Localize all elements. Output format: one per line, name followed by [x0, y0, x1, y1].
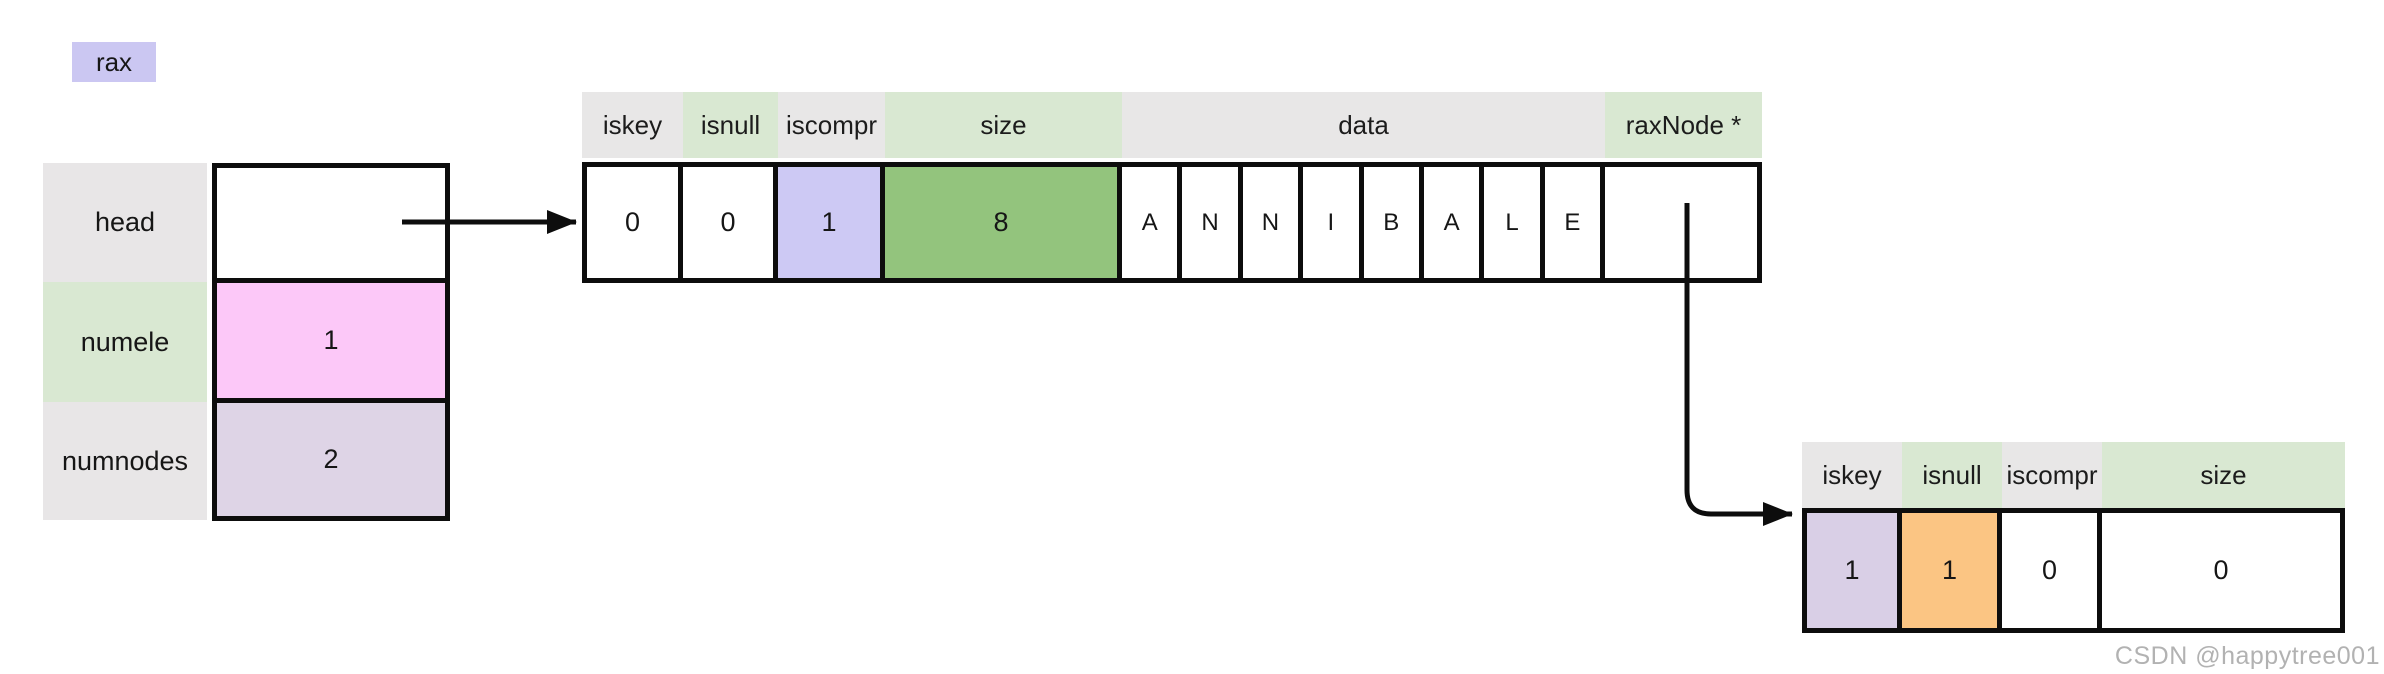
node1-cell-row: 0 0 1 8 A N N I B A L E — [582, 162, 1763, 283]
field-label-numele: numele — [43, 282, 207, 402]
node1-isnull-cell: 0 — [683, 162, 778, 283]
node2-iscompr-cell: 0 — [2002, 508, 2102, 633]
csdn-watermark: CSDN @happytree001 — [2114, 642, 2380, 670]
numnodes-value-cell: 2 — [212, 403, 450, 521]
node1-header-row: iskey isnull iscompr size data raxNode * — [582, 92, 1762, 158]
node1-iscompr-cell: 1 — [778, 162, 885, 283]
node1-raxnode-pointer-cell — [1605, 162, 1763, 283]
node1-header-iskey: iskey — [582, 92, 683, 158]
node1-header-iscompr: iscompr — [778, 92, 885, 158]
node1-data-char-cell: B — [1363, 162, 1424, 283]
node1-data-char-cell: A — [1122, 162, 1183, 283]
node1-iskey-cell: 0 — [587, 162, 683, 283]
rax-struct-value-boxes: 1 2 — [212, 163, 450, 521]
node1-data-char-cell: N — [1242, 162, 1304, 283]
node1-header-isnull: isnull — [683, 92, 778, 158]
node2-header-iskey: iskey — [1802, 442, 1902, 508]
node1-data-char-cell: N — [1182, 162, 1243, 283]
node2-iskey-cell: 1 — [1807, 508, 1902, 633]
node1-data-char-cell: E — [1544, 162, 1606, 283]
head-pointer-cell — [212, 168, 450, 283]
node2-size-cell: 0 — [2102, 508, 2345, 633]
node1-data-char-cell: A — [1423, 162, 1485, 283]
numele-value-cell: 1 — [212, 283, 450, 403]
node2-header-isnull: isnull — [1902, 442, 2002, 508]
node1-header-data: data — [1122, 92, 1605, 158]
node2-isnull-cell: 1 — [1902, 508, 2002, 633]
node2-header-size: size — [2102, 442, 2345, 508]
node1-size-cell: 8 — [885, 162, 1122, 283]
field-label-numnodes: numnodes — [43, 402, 207, 520]
node1-data-char-cell: I — [1303, 162, 1364, 283]
node2-header-row: iskey isnull iscompr size — [1802, 442, 2345, 508]
node1-header-size: size — [885, 92, 1122, 158]
node1-data-char-cell: L — [1484, 162, 1545, 283]
node1-header-raxnode: raxNode * — [1605, 92, 1762, 158]
node2-header-iscompr: iscompr — [2002, 442, 2102, 508]
node2-cell-row: 1 1 0 0 — [1802, 508, 2345, 633]
rax-struct-title: rax — [72, 42, 156, 82]
field-label-head: head — [43, 163, 207, 282]
